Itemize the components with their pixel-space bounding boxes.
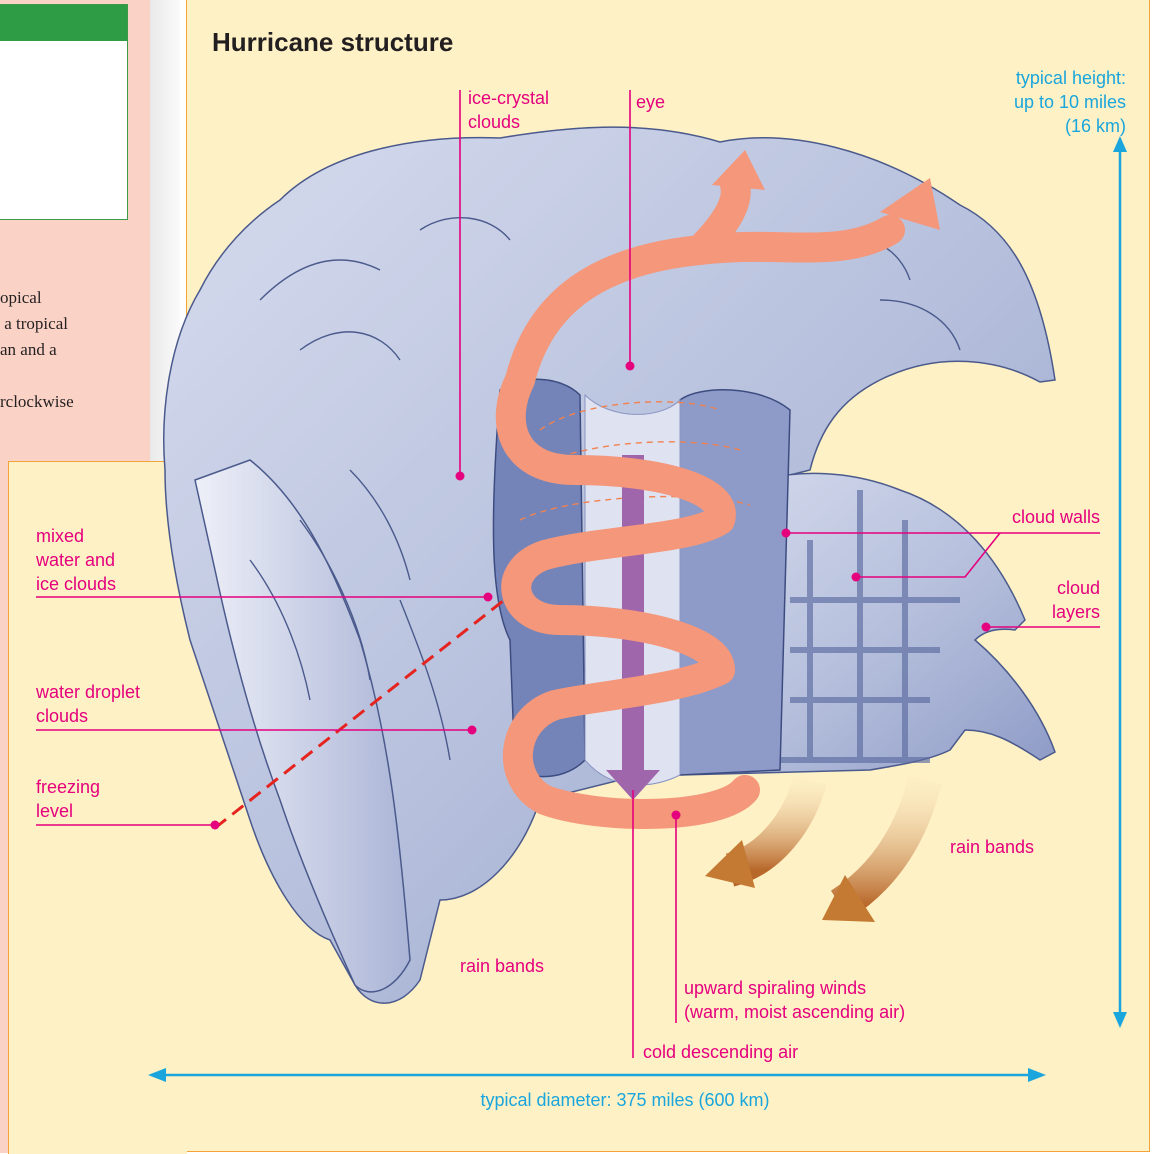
label-ice-crystal-clouds: ice-crystal clouds [468,86,549,134]
label-typical-diameter: typical diameter: 375 miles (600 km) [340,1088,910,1112]
diameter-arrow-left [148,1068,166,1082]
diameter-arrow-right [1028,1068,1046,1082]
eye-wall-right [673,390,791,775]
label-cloud-layers: cloud layers [990,576,1100,624]
label-cold-descending-air: cold descending air [643,1040,798,1064]
label-water-droplet-clouds: water droplet clouds [36,680,140,728]
diagram-title: Hurricane structure [212,27,453,58]
label-rain-bands-bottom: rain bands [460,954,544,978]
rain-band-arrow-2 [840,780,925,905]
label-upward-spiraling-winds: upward spiraling winds (warm, moist asce… [684,976,905,1024]
label-typical-height: typical height: up to 10 miles (16 km) [960,66,1126,138]
label-mixed-water-ice: mixed water and ice clouds [36,524,116,596]
label-rain-bands-right: rain bands [950,835,1034,859]
height-arrow-top [1113,136,1127,152]
height-arrow-bottom [1113,1012,1127,1028]
label-eye: eye [636,90,665,114]
label-cloud-walls: cloud walls [960,505,1100,529]
label-freezing-level: freezing level [36,775,100,823]
